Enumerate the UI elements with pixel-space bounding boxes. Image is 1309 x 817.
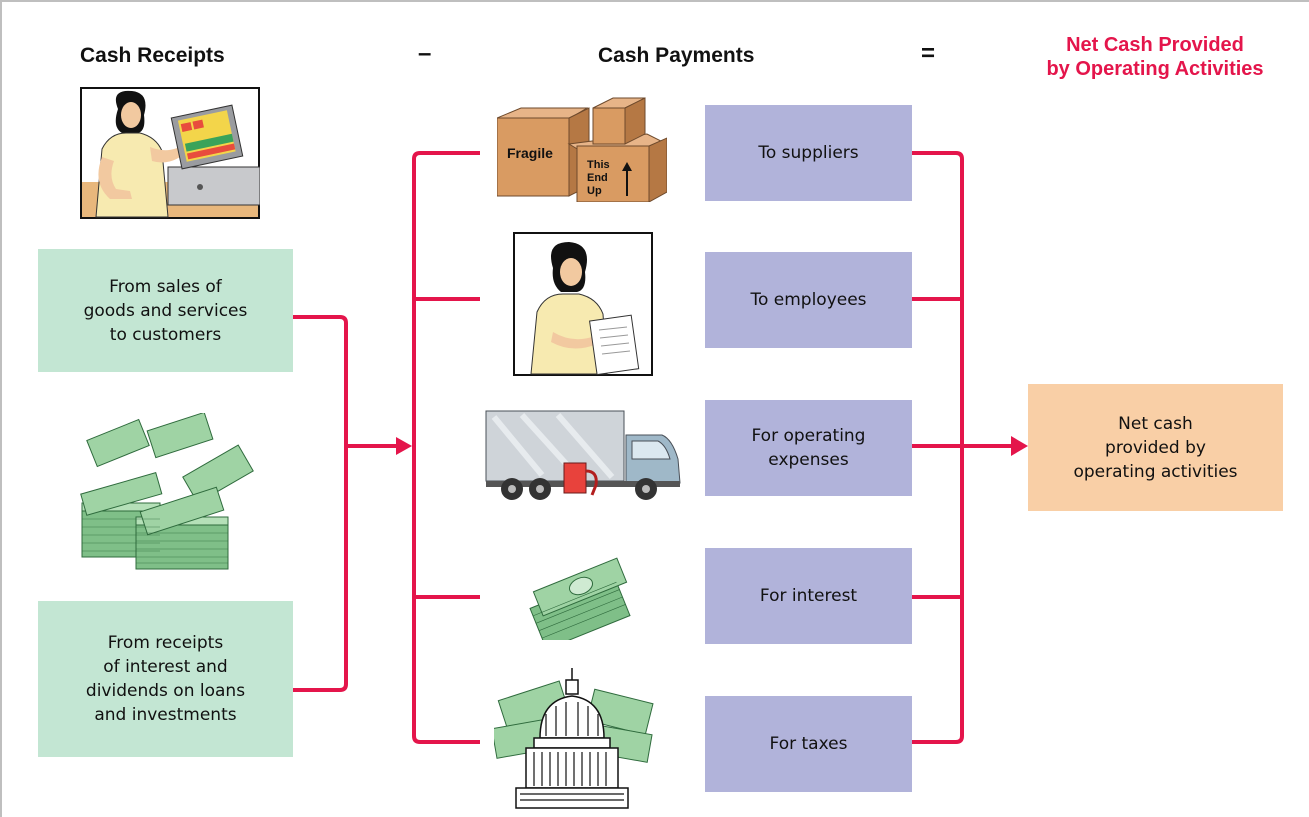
header-net-cash: Net Cash Provided by Operating Activitie…: [1010, 33, 1300, 81]
payment-interest-label: For interest: [759, 586, 858, 606]
arrowhead-to-payments: [396, 437, 412, 455]
payment-operating-line2: expenses: [768, 450, 849, 470]
delivery-truck-illustration: [485, 410, 681, 500]
receipt-box-interest-dividends: From receipts of interest and dividends …: [38, 601, 293, 757]
minus-operator: –: [418, 40, 432, 67]
frame-top-border: [0, 0, 1309, 2]
box-label-up: Up: [587, 185, 602, 197]
cash-pile-illustration: [80, 413, 254, 570]
shipping-boxes-illustration: Fragile This End Up: [497, 97, 667, 202]
result-line2: provided by: [1105, 437, 1206, 458]
up-arrow-icon: [622, 162, 632, 196]
cash-stack-illustration: [529, 557, 631, 640]
header-cash-payments: Cash Payments: [598, 44, 755, 67]
payment-box-suppliers: To suppliers: [705, 105, 912, 201]
cashier-register-illustration: [80, 87, 260, 219]
result-line3: operating activities: [1073, 461, 1238, 482]
box-label-this: This: [587, 159, 610, 171]
payment-operating-line1: For operating: [751, 426, 866, 446]
arrowhead-to-net-cash: [1011, 436, 1028, 456]
receipt-sales-line1: From sales of: [109, 276, 222, 297]
receipt-box-sales: From sales of goods and services to cust…: [38, 249, 293, 372]
header-net-cash-line2: by Operating Activities: [1046, 58, 1264, 80]
receipt-interest-connector: [293, 446, 348, 692]
employee-illustration: [513, 232, 653, 376]
payment-employees-label: To employees: [750, 290, 867, 310]
receipt-interest-line4: and investments: [94, 705, 237, 725]
receipt-sales-connector: [293, 315, 348, 446]
cash-stack-right: [135, 486, 229, 570]
header-net-cash-line1: Net Cash Provided: [1066, 34, 1244, 56]
payment-box-operating-expenses: For operating expenses: [705, 400, 912, 496]
result-box-net-cash: Net cash provided by operating activitie…: [1028, 384, 1283, 511]
header-cash-receipts: Cash Receipts: [80, 44, 225, 67]
receipt-sales-line3: to customers: [109, 324, 222, 345]
receipt-interest-line3: dividends on loans: [85, 681, 246, 701]
result-line1: Net cash: [1118, 413, 1193, 434]
frame-left-border: [0, 0, 2, 817]
fuel-pump-icon: [563, 462, 598, 496]
payment-box-interest: For interest: [705, 548, 912, 644]
payments-left-bracket: [412, 151, 480, 744]
equals-operator: =: [921, 40, 936, 67]
payment-box-taxes: For taxes: [705, 696, 912, 792]
receipt-interest-line2: of interest and: [103, 657, 228, 677]
box-label-end: End: [587, 172, 608, 184]
receipt-sales-line2: goods and services: [83, 300, 248, 321]
payment-suppliers-label: To suppliers: [758, 143, 859, 163]
payment-taxes-label: For taxes: [769, 734, 848, 754]
receipt-interest-line1: From receipts: [107, 633, 224, 653]
box-label-fragile: Fragile: [507, 145, 553, 161]
capitol-building-illustration: [494, 668, 654, 809]
payment-box-employees: To employees: [705, 252, 912, 348]
